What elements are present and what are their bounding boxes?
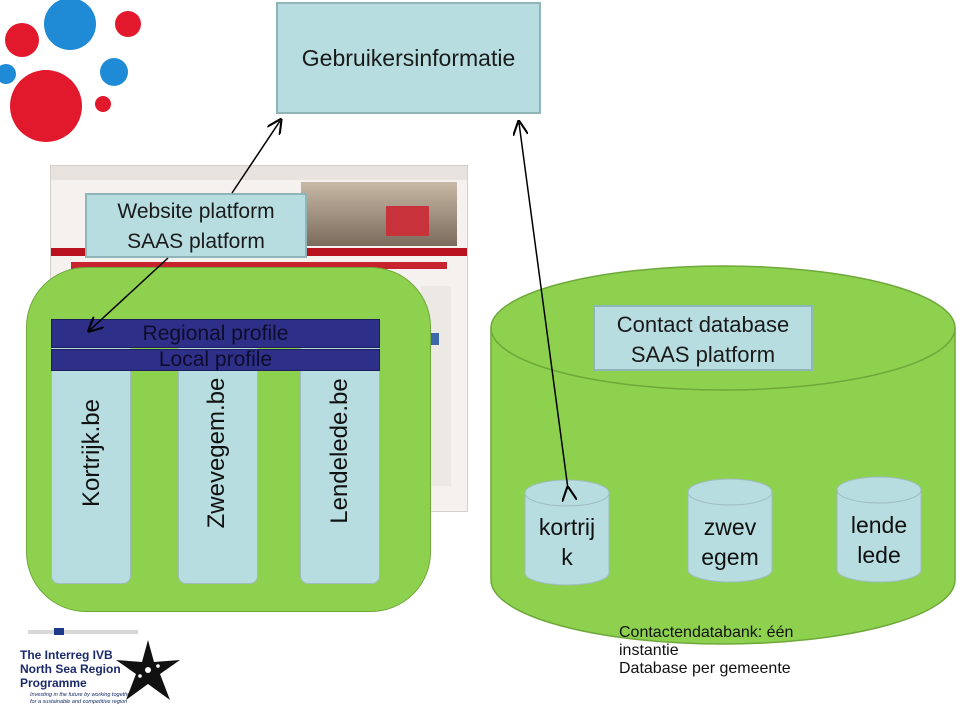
user-info-label: Gebruikersinformatie xyxy=(301,45,516,71)
cylinder-label-lendelede: lende lede xyxy=(850,512,908,568)
logo-line1: The Interreg IVB xyxy=(20,648,113,662)
contact-database-box: Contact database SAAS platform xyxy=(593,305,813,371)
logo-tagline1: Investing in the future by working toget… xyxy=(30,692,133,698)
website-platform-line1: Website platform xyxy=(117,200,275,223)
website-platform-line2: SAAS platform xyxy=(127,230,265,253)
circle-blue-small xyxy=(0,64,16,84)
screenshot-banner xyxy=(301,182,457,246)
circle-red-large xyxy=(10,70,82,142)
logo-line3: Programme xyxy=(20,676,87,690)
circle-red-mid xyxy=(5,23,39,57)
cylinder-label-zwevegem: zwev egem xyxy=(701,514,759,570)
cylinder-label-kortrijk: kortrij k xyxy=(538,514,596,570)
circle-blue-large xyxy=(44,0,96,50)
eu-flag-icon xyxy=(54,628,64,635)
local-profile-label: Local profile xyxy=(158,348,273,371)
logo-line2: North Sea Region xyxy=(20,662,121,676)
eu-flag-strip xyxy=(28,630,138,634)
contact-database-line1: Contact database xyxy=(616,312,790,337)
logo-tagline2: for a sustainable and competitive region xyxy=(30,699,128,705)
decorative-circles xyxy=(0,0,141,142)
footer-line2: instantie xyxy=(619,642,679,659)
website-platform-box: Website platform SAAS platform xyxy=(85,193,307,258)
footer-line3: Database per gemeente xyxy=(619,660,791,677)
footer-note: Contactendatabank: één instantie Databas… xyxy=(619,624,919,678)
footer-line1: Contactendatabank: één xyxy=(619,624,794,641)
screenshot-logo-block xyxy=(386,206,429,236)
circle-red-tiny xyxy=(95,96,111,112)
regional-profile-label: Regional profile xyxy=(142,322,289,345)
interreg-logo: The Interreg IVB North Sea Region Progra… xyxy=(14,628,194,708)
cylinder-zwevegem xyxy=(687,478,773,583)
user-info-box: Gebruikersinformatie xyxy=(276,2,541,114)
screenshot-nav2 xyxy=(71,262,447,269)
local-profile-bar: Local profile xyxy=(51,349,380,371)
circle-blue-mid xyxy=(100,58,128,86)
circle-red-small xyxy=(115,11,141,37)
contact-database-line2: SAAS platform xyxy=(630,342,776,367)
cylinder-lendelede xyxy=(836,476,922,583)
starfish-icon xyxy=(116,640,180,700)
